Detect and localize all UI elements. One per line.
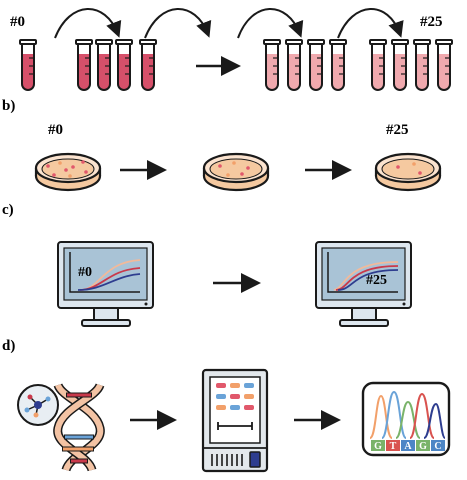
base-letter: A xyxy=(404,441,412,452)
petri-dish-icon xyxy=(202,152,270,192)
tube-row xyxy=(19,39,453,91)
base-letter: T xyxy=(390,441,397,452)
panel-c: c) #0 #25 xyxy=(2,202,412,327)
panel-b-label: b) xyxy=(2,98,15,114)
panel-b-end-label: #25 xyxy=(386,122,409,138)
dish-row xyxy=(34,152,442,192)
curved-arrow-icon xyxy=(144,8,212,39)
test-tube-icon xyxy=(413,39,431,91)
molecule-icon xyxy=(17,384,59,426)
curved-arrow-icon xyxy=(54,8,122,39)
base-cell xyxy=(416,440,430,451)
petri-dish-icon xyxy=(34,152,102,192)
test-tube-icon xyxy=(391,39,409,91)
monitor-icon: #25 xyxy=(315,241,412,327)
panel-c-start-label: #0 xyxy=(78,265,92,280)
test-tube-icon xyxy=(115,39,133,91)
base-letter: G xyxy=(419,441,427,452)
panel-d-label: d) xyxy=(2,338,15,354)
test-tube-icon xyxy=(19,39,37,91)
panel-a: #0 #25 xyxy=(10,8,453,91)
base-letter: G xyxy=(374,441,382,452)
petri-dish-icon xyxy=(374,152,442,192)
gel-imager-icon xyxy=(201,368,269,473)
panel-a-end-label: #25 xyxy=(420,14,443,30)
dna-icon xyxy=(53,382,105,472)
base-letter: C xyxy=(434,441,441,452)
panel-b-start-label: #0 xyxy=(48,122,63,138)
curved-arrow-icon xyxy=(237,8,304,39)
base-cell xyxy=(371,440,385,451)
test-tube-icon xyxy=(435,39,453,91)
test-tube-icon xyxy=(263,39,281,91)
test-tube-icon xyxy=(329,39,347,91)
test-tube-icon xyxy=(307,39,325,91)
panel-a-start-label: #0 xyxy=(10,14,25,30)
curved-arrow-icon xyxy=(337,8,404,39)
test-tube-icon xyxy=(369,39,387,91)
base-cell xyxy=(431,440,445,451)
test-tube-icon xyxy=(139,39,157,91)
base-cell xyxy=(401,440,415,451)
monitor-icon: #0 xyxy=(57,241,154,327)
panel-c-end-label: #25 xyxy=(366,273,387,288)
panel-b: b) #0 #25 xyxy=(2,98,442,192)
test-tube-icon xyxy=(285,39,303,91)
panel-d: d) xyxy=(2,338,451,473)
base-cell xyxy=(386,440,400,451)
test-tube-icon xyxy=(95,39,113,91)
panel-c-label: c) xyxy=(2,202,14,218)
test-tube-icon xyxy=(75,39,93,91)
